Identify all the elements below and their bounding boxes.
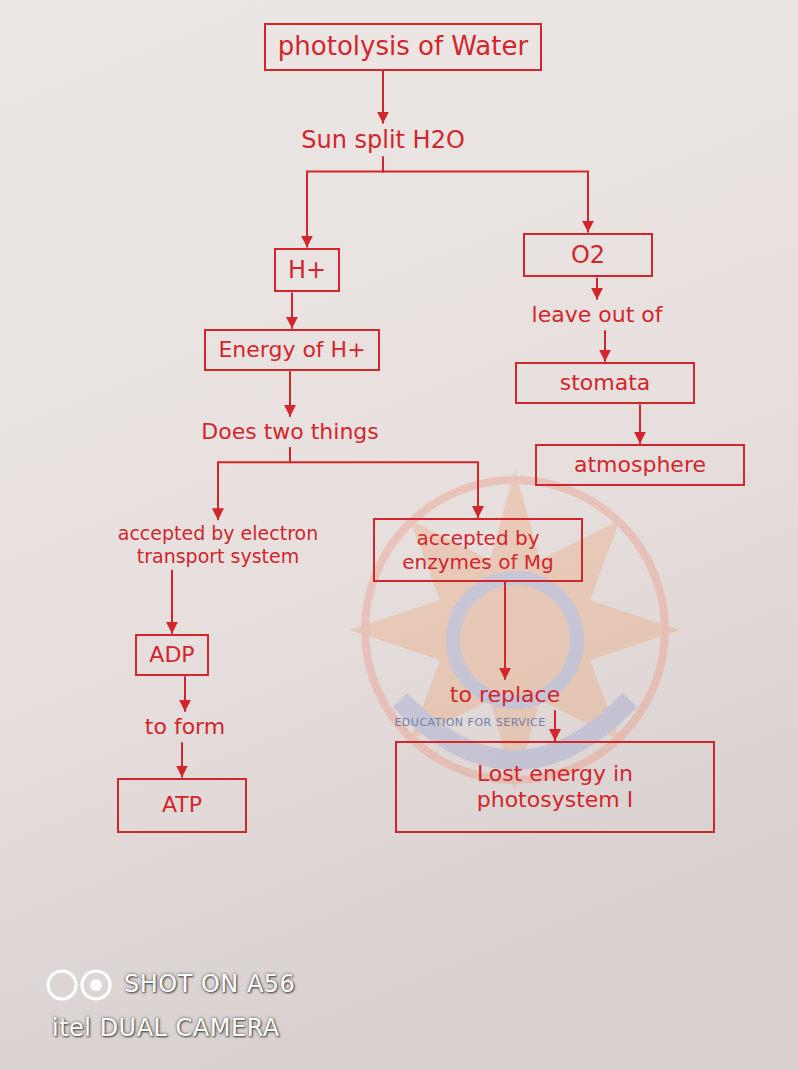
process-box: Energy of H+ — [204, 329, 379, 371]
flow-arrow — [289, 371, 291, 417]
watermark-text: EDUCATION FOR SERVICE — [394, 716, 545, 729]
step-text: to form — [141, 712, 229, 742]
node-text: accepted by enzymes of Mg — [387, 526, 569, 574]
flow-arrow — [307, 156, 383, 247]
molecule-box: ADP — [135, 634, 208, 676]
step-text: Does two things — [197, 417, 383, 447]
step-text: accepted by electron transport system — [111, 520, 326, 570]
step-text: leave out of — [528, 300, 667, 330]
flow-arrow — [596, 277, 598, 299]
flow-arrow — [171, 570, 173, 634]
step-text: Sun split H2O — [297, 124, 469, 157]
product-box: O2 — [523, 233, 653, 278]
node-text: to replace — [450, 682, 560, 708]
logo-band — [400, 700, 630, 760]
logo-ring — [365, 480, 665, 780]
place-box: atmosphere — [535, 444, 745, 486]
node-text: atmosphere — [549, 452, 731, 478]
place-box: stomata — [515, 362, 695, 404]
flow-arrow — [181, 742, 183, 777]
node-text: ADP — [149, 642, 194, 668]
flow-arrow — [383, 156, 588, 232]
flow-arrow — [184, 676, 186, 712]
camera-circle — [48, 971, 76, 999]
node-text: photolysis of Water — [278, 31, 528, 62]
flow-arrow — [639, 404, 641, 444]
node-text: Lost energy in photosystem I — [409, 761, 701, 814]
camera-watermark: itel DUAL CAMERA — [52, 1014, 280, 1042]
flow-arrow — [291, 292, 293, 328]
process-box: accepted by enzymes of Mg — [373, 518, 583, 582]
flow-arrow — [290, 447, 478, 518]
camera-circle — [82, 971, 110, 999]
flow-arrow — [504, 582, 506, 680]
step-text: to replace — [446, 680, 564, 710]
flow-arrow — [382, 71, 384, 124]
flow-arrow — [604, 330, 606, 362]
node-text: ATP — [131, 792, 233, 818]
flow-arrow — [554, 710, 556, 741]
camera-icon — [48, 971, 110, 999]
flow-arrow — [218, 447, 290, 520]
node-text: Sun split H2O — [301, 126, 465, 155]
node-text: Does two things — [201, 419, 379, 445]
product-box: H+ — [274, 248, 340, 293]
title-box: photolysis of Water — [264, 23, 542, 70]
node-text: accepted by electron transport system — [115, 522, 322, 568]
result-box: Lost energy in photosystem I — [395, 741, 715, 833]
node-text: O2 — [537, 241, 639, 270]
camera-watermark: SHOT ON A56 — [124, 970, 295, 998]
node-text: to form — [145, 714, 225, 740]
node-text: Energy of H+ — [218, 337, 365, 363]
camera-dot — [90, 979, 102, 991]
node-text: leave out of — [532, 302, 663, 328]
node-text: stomata — [529, 370, 681, 396]
molecule-box: ATP — [117, 778, 247, 833]
node-text: H+ — [288, 256, 326, 285]
